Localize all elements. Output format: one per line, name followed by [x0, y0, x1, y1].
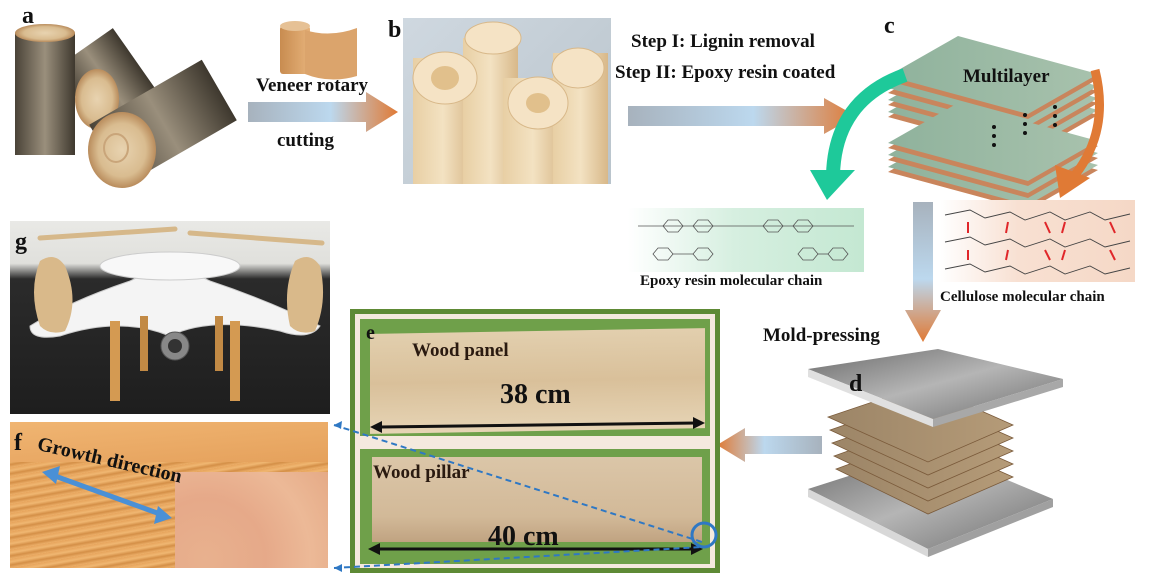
top-plate — [808, 349, 1063, 419]
dimension-arrow-panel — [370, 417, 705, 433]
leg — [110, 321, 120, 401]
log-standing — [15, 33, 75, 155]
mold-pressing-caption: Mold-pressing — [763, 325, 880, 346]
wood-panel-photo: Wood panel 38 cm — [360, 319, 710, 436]
multilayer-caption: Multilayer — [963, 66, 1050, 87]
panel-a-logs: a — [0, 0, 240, 190]
cellulose-structure — [944, 209, 1131, 275]
panel-label-g: g — [15, 229, 27, 255]
step2-epoxy-coated: Step II: Epoxy resin coated — [615, 62, 836, 83]
drone-illustration — [29, 226, 325, 401]
panel-label-a: a — [22, 3, 34, 29]
panel-label-f: f — [14, 430, 22, 456]
panel-b-veneer-rolls — [403, 18, 611, 184]
cellulose-caption: Cellulose molecular chain — [940, 289, 1105, 305]
epoxy-caption: Epoxy resin molecular chain — [640, 273, 823, 289]
veneer-step-line1: Veneer rotary — [256, 75, 369, 96]
wood-pillar-photo: Wood pillar 40 cm — [360, 449, 710, 564]
leg — [230, 321, 240, 401]
arrow-d-to-e — [717, 428, 822, 462]
veneer-rolls-illustration — [412, 21, 608, 184]
dashed-connector-top — [333, 424, 703, 543]
panel-c-multilayer-stack — [888, 36, 1098, 210]
step1-lignin-removal: Step I: Lignin removal — [631, 31, 815, 52]
panel-f-growth-direction: Growth direction — [10, 422, 328, 568]
propeller-right — [187, 230, 325, 246]
orange-curved-arrow — [1055, 68, 1104, 198]
arrow-b-to-c — [628, 98, 856, 134]
panel-g-drone-photo — [10, 221, 330, 414]
wood-pillar-label: Wood pillar — [373, 462, 470, 483]
panel-d-mold-press — [808, 349, 1063, 557]
arrow-a-to-b — [248, 92, 398, 132]
wood-panel-dimension: 38 cm — [500, 379, 571, 410]
cellulose-molecule-diagram — [940, 200, 1135, 282]
wood-plies — [826, 384, 1014, 515]
panel-label-b: b — [388, 17, 402, 43]
panel-label-c: c — [884, 13, 895, 39]
leg — [140, 316, 148, 371]
epoxy-molecule-diagram — [628, 208, 864, 272]
veneer-step-line2: cutting — [277, 130, 334, 151]
panel-label-e: e — [366, 322, 375, 344]
panel-label-d: d — [849, 371, 863, 397]
growth-direction-arrow — [42, 466, 172, 524]
wooden-guard-right — [286, 257, 324, 333]
epoxy-structure — [638, 219, 854, 261]
dashed-connector-bottom — [333, 546, 703, 569]
log-end-front — [88, 112, 156, 188]
ellipsis-dots — [992, 105, 1057, 147]
lower-layers — [888, 103, 1098, 210]
teal-curved-arrow — [810, 68, 908, 200]
wood-panel-label: Wood panel — [412, 340, 509, 361]
top-face — [10, 422, 328, 462]
wood-pillar-dimension: 40 cm — [488, 521, 559, 552]
propeller-left — [37, 226, 178, 241]
veneer-roll-icon — [280, 21, 357, 80]
leg — [215, 316, 223, 371]
logs-illustration — [15, 24, 237, 188]
end-grain-face — [175, 472, 328, 568]
wooden-guard-left — [34, 257, 73, 333]
arrow-c-to-d — [905, 202, 941, 342]
wood-pillar-block — [372, 457, 702, 542]
dimension-arrow-pillar — [368, 543, 703, 555]
highlight-circle — [690, 521, 718, 549]
